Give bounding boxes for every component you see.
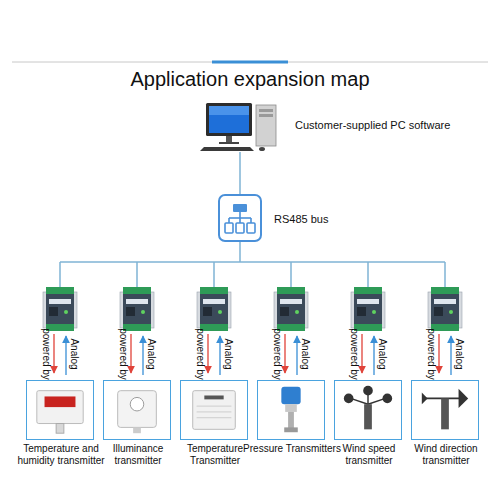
signal-label: powered by: [272, 328, 283, 380]
sensor-illustration: [412, 381, 478, 439]
pc-illustration: [200, 100, 280, 152]
connector-line: [239, 152, 241, 194]
signal-label: Analog: [223, 338, 234, 369]
bus-wire: [239, 242, 241, 262]
sensor-illustration: [335, 381, 401, 439]
node-label: Illuminance transmitter: [88, 443, 188, 467]
sensor-illustration: [181, 381, 247, 439]
sensor-box: Wind speed transmitter: [334, 380, 402, 440]
sensor-illustration: [104, 381, 170, 439]
bus-box: RS485 bus: [218, 194, 262, 242]
signal-label: powered by: [426, 328, 437, 380]
sensor-box: Temperature and humidity transmitter: [26, 380, 94, 440]
signal-label: powered by: [349, 328, 360, 380]
bus-wire: [60, 261, 445, 263]
pc-node: Customer-supplied PC software: [200, 100, 280, 152]
sensor-box: Temperature Transmitter: [180, 380, 248, 440]
sensor-illustration: [258, 381, 324, 439]
node-label: Temperature and humidity transmitter: [11, 443, 111, 467]
signal-label: Analog: [454, 338, 465, 369]
node-label: Pressure Transmitters: [242, 443, 342, 455]
top-rule-accent: [212, 61, 288, 64]
sensor-box: Pressure Transmitters: [257, 380, 325, 440]
node-label: RS485 bus: [274, 213, 328, 225]
signal-label: Analog: [300, 338, 311, 369]
signal-label: Analog: [146, 338, 157, 369]
top-rule: [12, 62, 488, 63]
node-label: Wind direction transmitter: [396, 443, 496, 467]
signal-label: powered by: [118, 328, 129, 380]
signal-label: Analog: [377, 338, 388, 369]
diagram-title: Application expansion map: [0, 68, 500, 91]
signal-label: powered by: [195, 328, 206, 380]
signal-label: Analog: [69, 338, 80, 369]
network-icon: [220, 196, 260, 240]
sensor-box: Illuminance transmitter: [103, 380, 171, 440]
node-label: Wind speed transmitter: [319, 443, 419, 467]
node-label: Customer-supplied PC software: [295, 119, 450, 131]
sensor-box: Wind direction transmitter: [411, 380, 479, 440]
signal-label: powered by: [41, 328, 52, 380]
sensor-illustration: [27, 381, 93, 439]
